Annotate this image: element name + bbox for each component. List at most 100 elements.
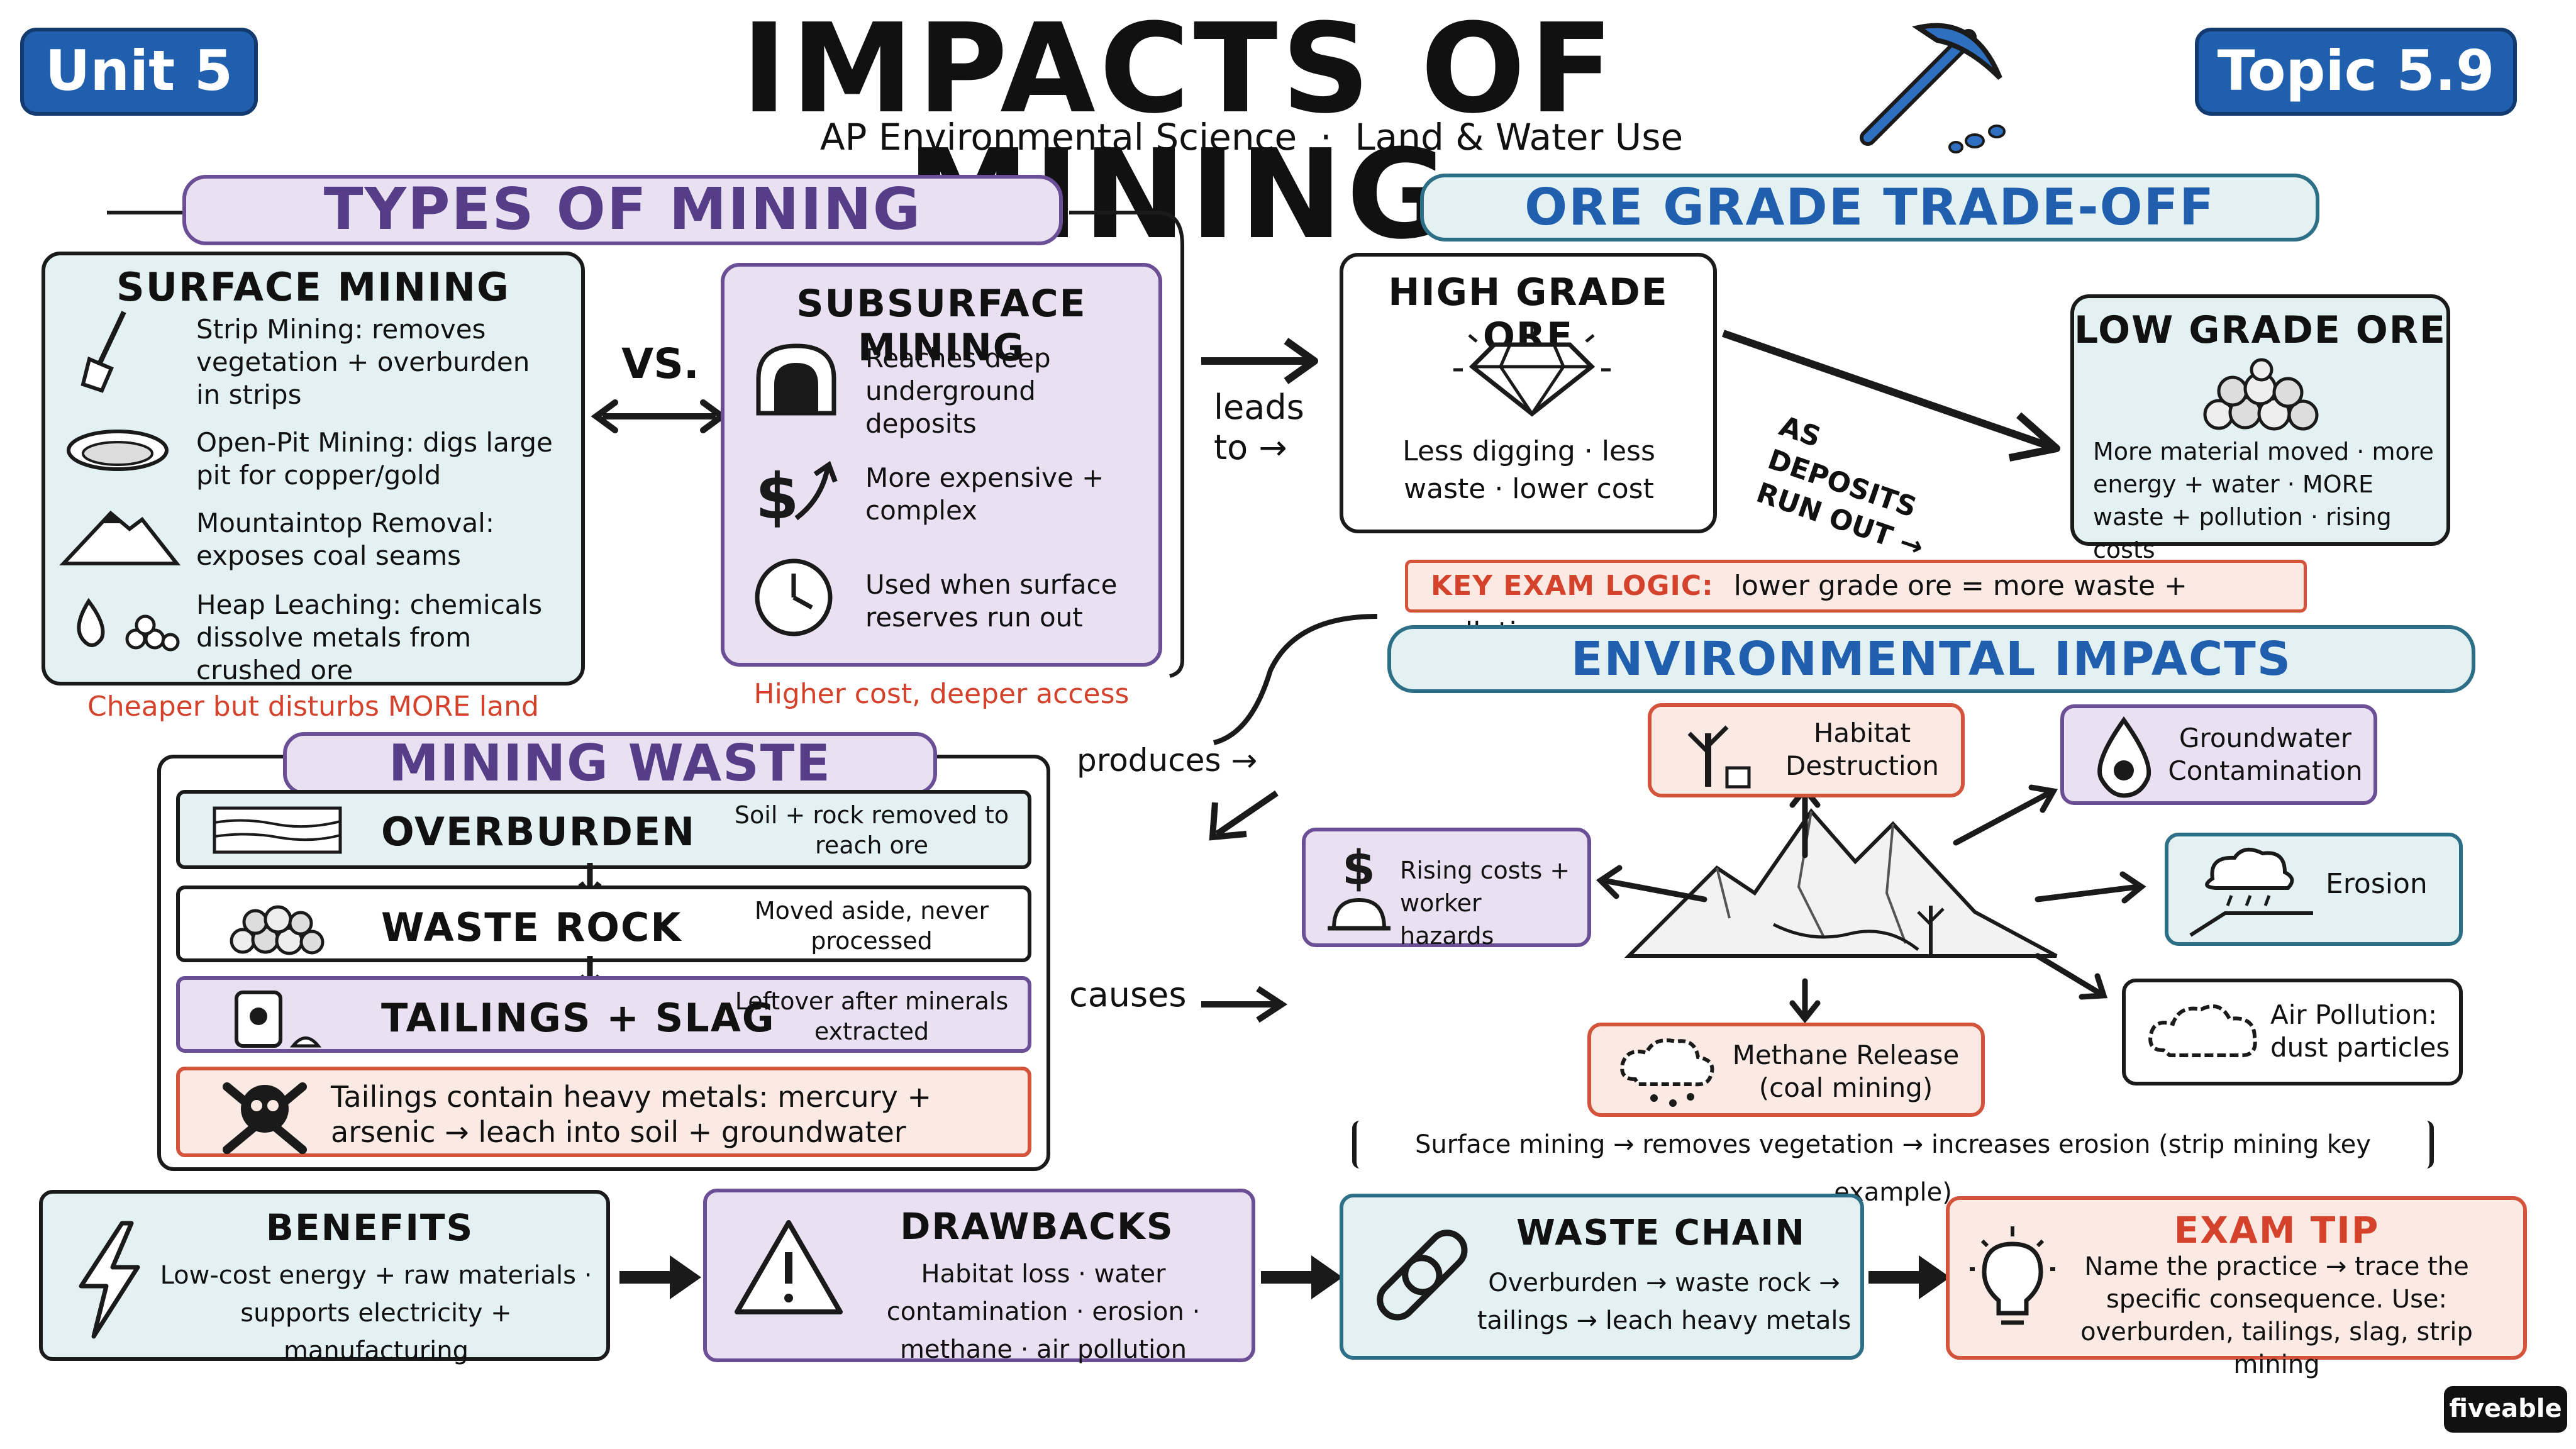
skull-crossbones-icon: [223, 1082, 307, 1154]
causes-arrow: [1201, 985, 1288, 1023]
hardhat-cost-icon: $: [1328, 840, 1391, 931]
overburden-row: OVERBURDEN Soil + rock removed to reach …: [176, 790, 1031, 869]
erosion-text: Erosion: [2326, 868, 2428, 900]
open-pit-icon: [67, 430, 169, 471]
produces-curve: [1209, 614, 1378, 841]
bottom-arrow-3: [1868, 1255, 1950, 1299]
types-bracket: [107, 211, 1184, 678]
subsurface-item-1: Reaches deep underground deposits: [865, 343, 1051, 439]
surface-note: Cheaper but disturbs MORE land: [87, 691, 539, 723]
overburden-name: OVERBURDEN: [381, 809, 696, 855]
rising-costs-text: Rising costs + worker hazards: [1400, 857, 1570, 950]
air-pollution-text: Air Pollution: dust particles: [2270, 999, 2450, 1063]
pickaxe-icon: [1860, 23, 2006, 153]
mountaintop-text: Mountaintop Removal: exposes coal seams: [196, 508, 494, 571]
rain-erosion-icon: [2189, 847, 2313, 937]
lightning-icon: [79, 1221, 140, 1339]
heap-leach-text: Heap Leaching: chemicals dissolve metals…: [196, 589, 543, 686]
page-title: IMPACTS OF MINING: [741, 0, 1618, 267]
unit-badge: Unit 5: [20, 28, 258, 116]
low-grade-desc: More material moved · more energy + wate…: [2093, 438, 2434, 564]
surface-erosion-note: Surface mining → removes vegetation → in…: [1352, 1121, 2434, 1207]
open-pit-text: Open-Pit Mining: digs large pit for copp…: [196, 427, 553, 491]
topic-label: Topic 5.9: [2217, 38, 2495, 103]
subsurface-mining-card: SUBSURFACE MINING Reaches deep undergrou…: [721, 263, 1162, 667]
surface-mining-card: SURFACE MINING Strip Mining: removes veg…: [42, 252, 585, 686]
subsurface-item-2: More expensive + complex: [865, 462, 1104, 526]
heavy-metals-text: Tailings contain heavy metals: mercury +…: [331, 1080, 931, 1149]
habitat-destruction-text: Habitat Destruction: [1785, 718, 1939, 781]
cost-up-icon: $: [755, 460, 838, 533]
methane-text: Methane Release (coal mining): [1732, 1040, 1960, 1103]
tailings-desc: Leftover after minerals extracted: [735, 987, 1009, 1045]
groundwater-text: Groundwater Contamination: [2168, 723, 2363, 786]
impacts-heading: ENVIRONMENTAL IMPACTS: [1387, 625, 2475, 693]
high-grade-desc: Less digging · less waste · lower cost: [1402, 435, 1655, 505]
chain-link-icon: [1377, 1230, 1468, 1321]
exam-tip-card: EXAM TIP Name the practice → trace the s…: [1946, 1196, 2527, 1379]
groundwater-card: Groundwater Contamination: [2060, 704, 2377, 805]
page-subtitle: AP Environmental Science · Land & Water …: [819, 116, 1684, 158]
waste-rock-row: WASTE ROCK Moved aside, never processed: [176, 886, 1031, 962]
methane-cloud-icon: [1620, 1038, 1714, 1107]
subsurface-mining-title: SUBSURFACE MINING: [796, 282, 1087, 370]
high-grade-title: HIGH GRADE ORE: [1388, 270, 1668, 358]
low-grade-card: LOW GRADE ORE More material moved · more…: [2070, 294, 2450, 564]
methane-card: Methane Release (coal mining): [1587, 1023, 1985, 1117]
waste-chain-card: WASTE CHAIN Overburden → waste rock → ta…: [1340, 1194, 1864, 1360]
warning-icon: [735, 1220, 843, 1314]
waste-rock-name: WASTE ROCK: [381, 904, 682, 950]
drawbacks-text: Habitat loss · water contamination · ero…: [886, 1260, 1201, 1364]
exam-tip-text: Name the practice → trace the specific c…: [2080, 1252, 2473, 1379]
toxic-drop-icon: [2097, 716, 2151, 798]
waste-chain-text: Overburden → waste rock → tailings → lea…: [1477, 1269, 1852, 1335]
deposit-arrow: [1722, 330, 2060, 462]
overburden-desc: Soil + rock removed to reach ore: [734, 801, 1009, 859]
shovel-icon: [80, 311, 126, 393]
types-heading: TYPES OF MINING: [182, 175, 1063, 245]
soil-layers-icon: [213, 806, 342, 854]
lightbulb-icon: [1970, 1226, 2055, 1325]
heap-leach-icon: [77, 597, 180, 652]
mine-tunnel-icon: [756, 343, 836, 416]
erosion-card: Erosion: [2165, 833, 2463, 946]
bottom-arrow-2: [1261, 1255, 1343, 1299]
air-pollution-card: Air Pollution: dust particles: [2122, 979, 2463, 1085]
mountain-landscape: [1624, 808, 2058, 958]
svg-text:$: $: [755, 460, 799, 533]
habitat-destruction-card: Habitat Destruction: [1648, 703, 1965, 797]
mountain-icon: [59, 510, 181, 565]
heavy-metals-box: Tailings contain heavy metals: mercury +…: [176, 1067, 1031, 1157]
drawbacks-title: DRAWBACKS: [900, 1205, 1174, 1248]
leads-to-arrow: [1201, 338, 1318, 384]
diamond-icon: [1453, 326, 1611, 417]
toxic-barrel-icon: [235, 991, 322, 1048]
rising-costs-card: $ Rising costs + worker hazards: [1302, 828, 1591, 950]
produces-label: produces →: [1077, 742, 1258, 779]
strip-mining-text: Strip Mining: removes vegetation + overb…: [196, 314, 530, 410]
tailings-name: TAILINGS + SLAG: [381, 995, 775, 1041]
svg-text:$: $: [1342, 840, 1375, 896]
causes-label: causes: [1069, 975, 1187, 1014]
clock-icon: [755, 558, 833, 636]
topic-badge: Topic 5.9: [2195, 28, 2517, 116]
dead-tree-icon: [1687, 725, 1751, 789]
bottom-arrow-1: [619, 1255, 701, 1299]
tailings-row: TAILINGS + SLAG Leftover after minerals …: [176, 976, 1031, 1053]
dust-cloud-icon: [2148, 1004, 2257, 1058]
unit-label: Unit 5: [45, 38, 233, 103]
high-grade-card: HIGH GRADE ORE Less digging · less waste…: [1340, 253, 1717, 533]
vs-label: VS.: [621, 340, 699, 388]
leads-to-label: leads to →: [1214, 387, 1304, 467]
waste-rock-icon: [230, 905, 325, 955]
exam-tip-title: EXAM TIP: [2174, 1209, 2380, 1252]
low-grade-title: LOW GRADE ORE: [2074, 308, 2446, 352]
benefits-text: Low-cost energy + raw materials · suppor…: [160, 1261, 592, 1365]
fiveable-logo: fiveable: [2444, 1386, 2567, 1433]
vs-double-arrow: [591, 399, 728, 433]
waste-heading: MINING WASTE: [283, 732, 937, 795]
benefits-card: BENEFITS Low-cost energy + raw materials…: [39, 1190, 610, 1365]
waste-chain-title: WASTE CHAIN: [1516, 1213, 1806, 1253]
ore-heading: ORE GRADE TRADE-OFF: [1420, 174, 2319, 242]
subsurface-item-3: Used when surface reserves run out: [865, 569, 1118, 633]
